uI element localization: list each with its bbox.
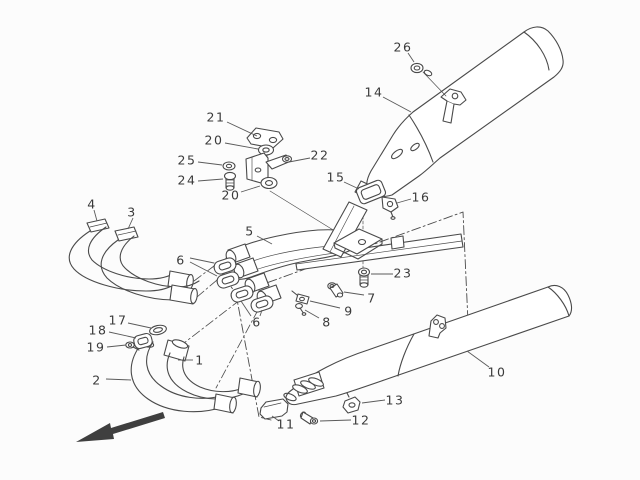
part-14-muffler-upper: [366, 26, 564, 198]
hanger-bracket-stack: [222, 127, 293, 191]
part-26-bolt: [410, 62, 433, 77]
part-7-clamp-pin: [327, 282, 344, 298]
leader-line-part-9: [309, 300, 341, 309]
part-label-10: 10: [488, 365, 507, 380]
part-label-8: 8: [322, 315, 331, 330]
part-23-bolt: [357, 267, 371, 288]
part-2-header-pipe: [130, 338, 237, 414]
leader-line-part-15: [343, 181, 360, 190]
part-19-clamp-bolt: [125, 341, 140, 351]
part-label-12: 12: [352, 413, 371, 428]
part-label-21: 21: [207, 110, 226, 125]
part-5-collector-assembly: [222, 201, 464, 306]
part-24-bolt: [223, 171, 237, 191]
part-label-7: 7: [367, 291, 376, 306]
leader-line-part-24: [197, 178, 224, 182]
part-label-13: 13: [386, 393, 405, 408]
leader-line-part-20: [240, 185, 261, 193]
part-label-5: 5: [245, 224, 254, 239]
leader-line-part-26: [407, 52, 415, 63]
part-label-17: 17: [109, 313, 128, 328]
part-label-23: 23: [394, 266, 413, 281]
part-8-bolt-small: [295, 303, 307, 316]
part-20-damper-lower: [260, 176, 278, 190]
leader-line-part-4: [93, 209, 98, 222]
leader-line-part-5: [256, 235, 273, 245]
part-label-6: 6: [252, 315, 261, 330]
leader-line-part-7: [343, 291, 365, 296]
part-25-washer: [222, 161, 236, 171]
leader-line-part-25: [197, 161, 223, 166]
part-label-18: 18: [89, 323, 108, 338]
part-17-gasket-ring: [149, 324, 167, 336]
part-label-25: 25: [178, 153, 197, 168]
leader-line-part-6: [189, 257, 215, 264]
part-label-2: 2: [92, 373, 101, 388]
part-label-4: 4: [87, 197, 96, 212]
part-labels: 2614212025242220151643562379861718191210…: [87, 40, 507, 432]
part-16-stay-bracket: [381, 196, 399, 220]
part-label-26: 26: [394, 40, 413, 55]
part-11-mount-plate: [259, 398, 289, 420]
leader-line-part-6: [240, 300, 252, 317]
muffler-upper-bracket: [440, 88, 467, 124]
part-label-20: 20: [205, 133, 224, 148]
leader-line-part-8: [304, 309, 320, 319]
part-10-muffler-lower: [283, 284, 573, 406]
leader-line-part-6: [189, 261, 218, 277]
part-label-11: 11: [277, 417, 296, 432]
part-label-15: 15: [327, 170, 346, 185]
part-label-20: 20: [222, 188, 241, 203]
leader-line-part-2: [105, 378, 132, 381]
part-label-22: 22: [311, 148, 330, 163]
part-12-bolt: [299, 411, 319, 425]
muffler-mount-tab: [428, 314, 447, 339]
leader-line-part-22: [288, 157, 311, 163]
leader-line-part-18: [108, 331, 137, 339]
part-9-clip: [291, 290, 310, 305]
leader-line-part-16: [396, 198, 412, 204]
leader-line-part-13: [361, 399, 386, 404]
leader-line-part-20: [224, 142, 259, 150]
leader-line-part-19: [106, 344, 127, 348]
part-label-24: 24: [178, 173, 197, 188]
part-label-19: 19: [87, 340, 106, 355]
part-13-damper: [342, 392, 361, 414]
direction-arrow: [76, 412, 165, 442]
leader-line-part-14: [382, 96, 412, 113]
part-6-gaskets: [213, 257, 274, 313]
part-20-damper-upper: [257, 144, 275, 156]
leader-line-part-11: [271, 415, 280, 422]
leader-line-part-10: [466, 350, 490, 368]
part-label-1: 1: [195, 353, 204, 368]
part-label-14: 14: [365, 85, 384, 100]
part-1-header-pipe: [163, 339, 261, 400]
leader-line-part-21: [226, 121, 258, 137]
part-label-3: 3: [127, 205, 136, 220]
part-label-9: 9: [344, 304, 353, 319]
part-label-6: 6: [176, 253, 185, 268]
leader-line-part-3: [127, 217, 134, 230]
part-label-16: 16: [412, 190, 431, 205]
leader-line-part-17: [127, 322, 152, 329]
leader-line-part-12: [319, 419, 352, 422]
leader-line-part-6: [259, 309, 263, 317]
part-3-header-pipe: [100, 226, 200, 305]
tail-joint-pipe: [294, 233, 464, 271]
part-15-clamp: [354, 179, 387, 205]
